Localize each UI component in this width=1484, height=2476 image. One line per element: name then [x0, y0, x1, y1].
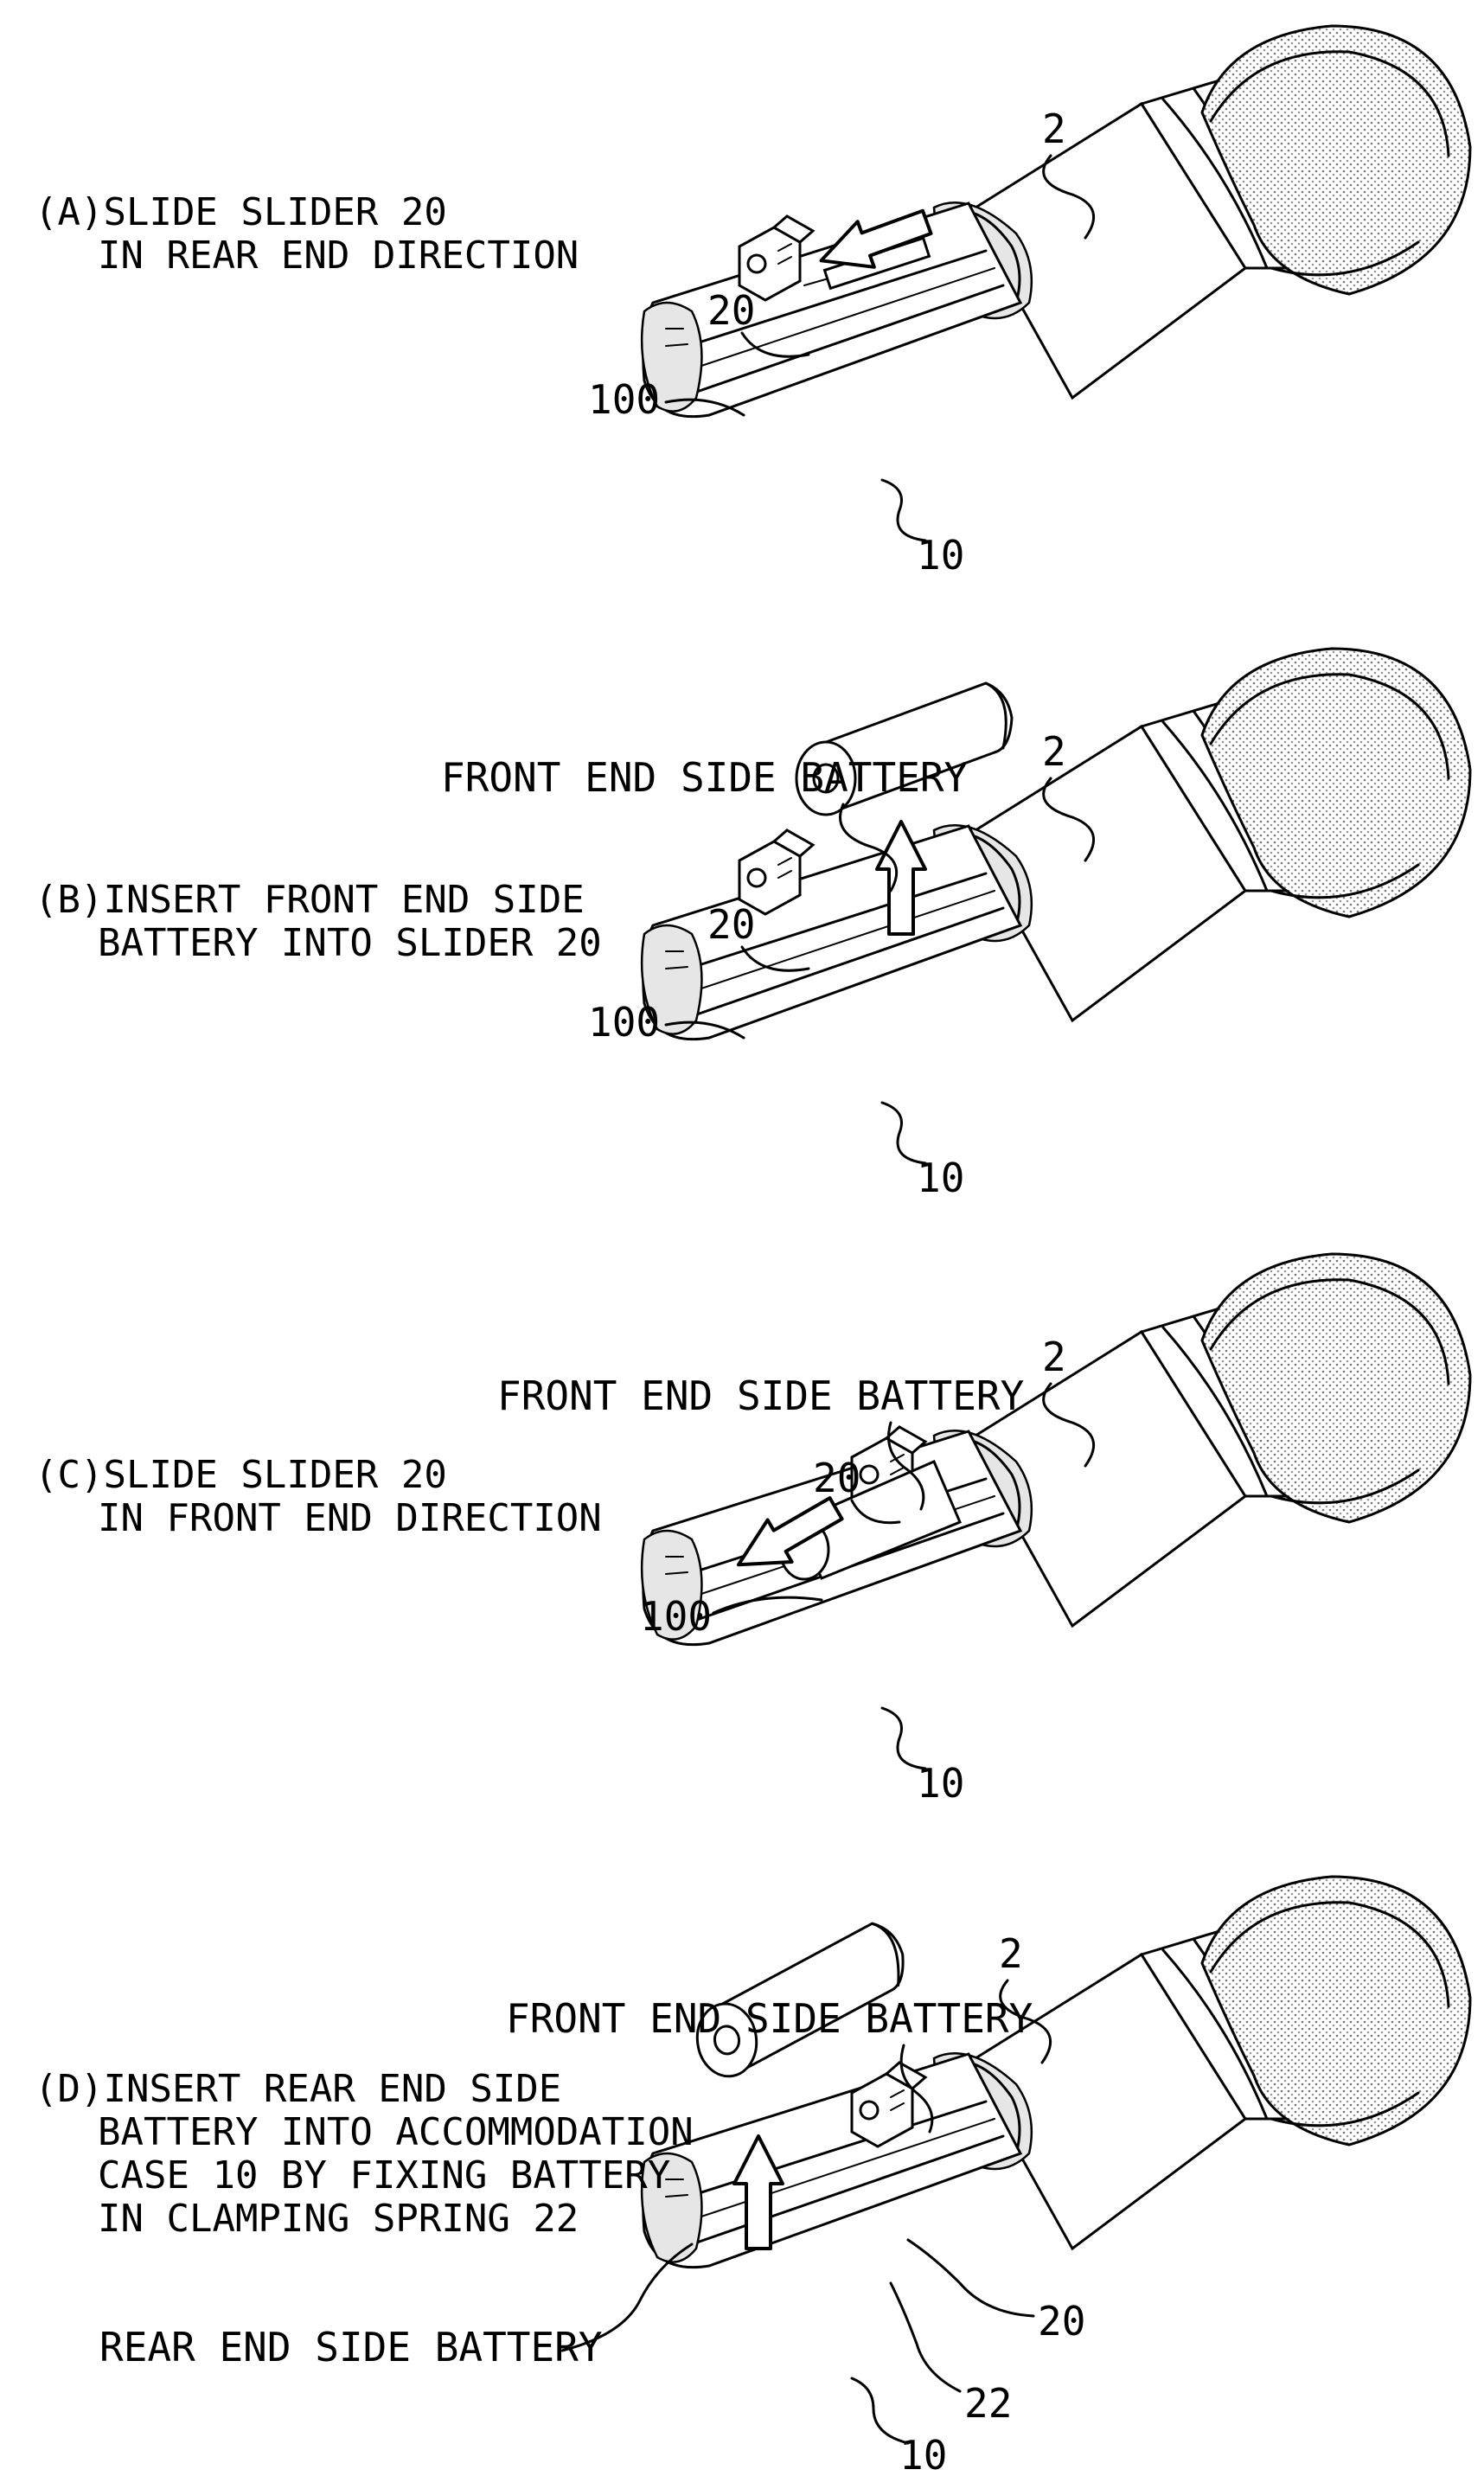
- label-rear-battery: REAR END SIDE BATTERY: [99, 2324, 603, 2370]
- label-front-battery: FRONT END SIDE BATTERY: [497, 1372, 1024, 1419]
- label-case: 10: [917, 532, 964, 579]
- label-battery-hole: 100: [588, 376, 660, 423]
- caption-line: IN FRONT END DIRECTION: [98, 1496, 602, 1540]
- caption-line: BATTERY INTO ACCOMMODATION: [98, 2110, 694, 2154]
- label-front-battery: FRONT END SIDE BATTERY: [441, 754, 968, 801]
- caption-line: IN REAR END DIRECTION: [98, 234, 579, 278]
- label-mic: 2: [1042, 106, 1066, 152]
- caption-line: CASE 10 BY FIXING BATTERY: [98, 2153, 670, 2198]
- caption-line: BATTERY INTO SLIDER 20: [98, 921, 602, 965]
- label-mic: 2: [1042, 1334, 1066, 1380]
- label-battery-hole: 100: [640, 1593, 712, 1640]
- caption-line: (D)INSERT REAR END SIDE: [35, 2067, 561, 2111]
- label-case: 10: [917, 1155, 964, 1201]
- caption-line: (B)INSERT FRONT END SIDE: [35, 878, 585, 922]
- caption-line: (A)SLIDE SLIDER 20: [35, 190, 447, 234]
- label-slider: 20: [707, 287, 755, 334]
- panel-c: 2 FRONT END SIDE BATTERY (C)SLIDE SLIDER…: [35, 1254, 1470, 1807]
- label-mic: 2: [999, 1930, 1023, 1977]
- label-battery-hole: 100: [588, 999, 660, 1046]
- label-spring: 22: [964, 2380, 1012, 2427]
- label-case: 10: [917, 1760, 964, 1807]
- label-slider: 20: [1038, 2298, 1085, 2345]
- panel-a: (A)SLIDE SLIDER 20 IN REAR END DIRECTION…: [35, 26, 1470, 579]
- caption-line: IN CLAMPING SPRING 22: [98, 2197, 579, 2241]
- label-front-battery: FRONT END SIDE BATTERY: [506, 1995, 1033, 2042]
- panel-b: FRONT END SIDE BATTERY 2 (B)INSERT FRONT…: [35, 649, 1470, 1201]
- label-slider: 20: [813, 1455, 860, 1501]
- panel-d: 2 FRONT END SIDE BATTERY (D)INSERT REAR …: [35, 1877, 1470, 2476]
- caption-line: (C)SLIDE SLIDER 20: [35, 1453, 447, 1497]
- label-slider: 20: [707, 901, 755, 948]
- label-case: 10: [899, 2432, 947, 2476]
- label-mic: 2: [1042, 728, 1066, 775]
